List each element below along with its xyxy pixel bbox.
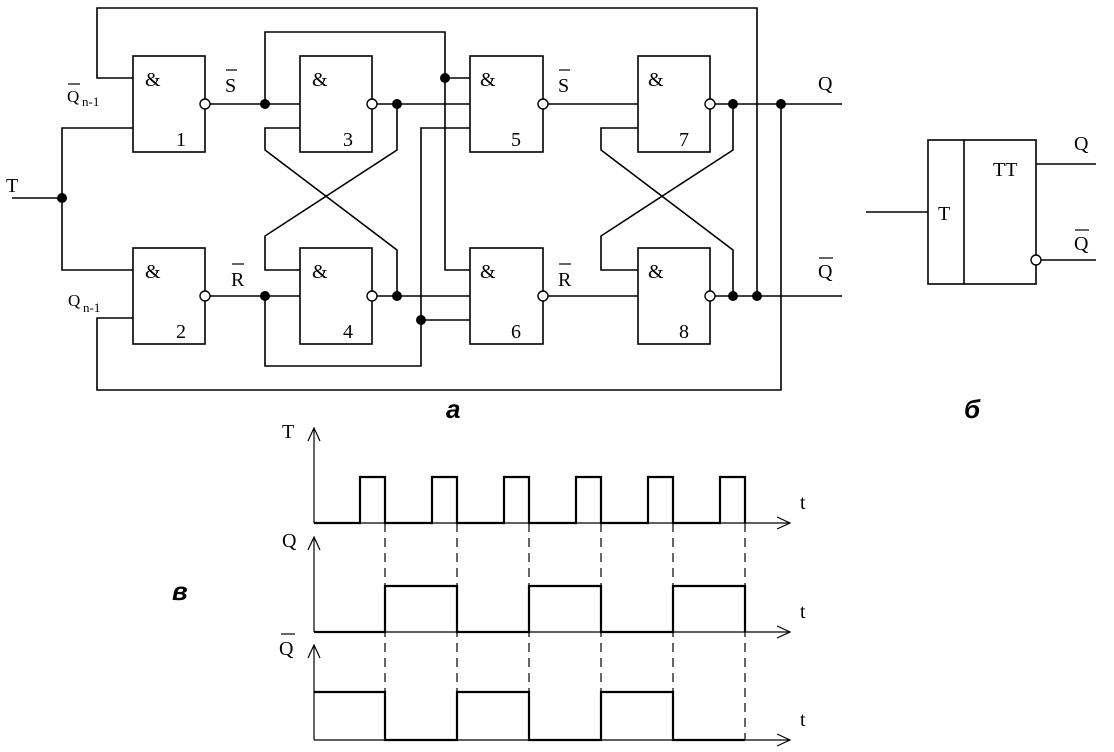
caption-b: б — [964, 394, 981, 424]
gates — [132, 55, 711, 345]
gate-2-symbol: & — [145, 261, 161, 283]
signal-2-y-arrow — [307, 643, 321, 659]
q-bar-prev-sub: n-1 — [82, 94, 99, 109]
q-bar-prev-label: Q — [67, 87, 79, 106]
gate-6-symbol: & — [480, 261, 496, 283]
gate-7-number: 7 — [679, 129, 689, 151]
gate-7-symbol: & — [648, 69, 664, 91]
signal-1-waveform — [314, 584, 747, 634]
gate-3-symbol: & — [312, 69, 328, 91]
gate-7 — [637, 55, 711, 153]
gate-3 — [299, 55, 373, 153]
tt-input-label: T — [938, 203, 950, 225]
signal-2-waveform — [314, 690, 745, 742]
gate-3-number: 3 — [343, 129, 353, 151]
signal-0-waveform — [314, 475, 747, 525]
tt-symbol: T TT Q Q б — [866, 133, 1096, 424]
signal-1-label: Q — [282, 530, 297, 552]
gate-4-symbol: & — [312, 261, 328, 283]
gate-1-symbol: & — [145, 69, 161, 91]
caption-v: в — [172, 576, 188, 606]
s-bar-label-1: S — [225, 75, 236, 97]
gate-1 — [132, 55, 206, 153]
gate-4 — [299, 247, 373, 345]
input-t-label: T — [6, 175, 18, 197]
gate-2-number: 2 — [176, 321, 186, 343]
signal-1-t-label: t — [800, 601, 806, 623]
gate-2 — [132, 247, 206, 345]
gate-symbols: & & & & & & & & 1 2 3 4 5 6 7 8 — [145, 69, 689, 343]
signal-2-t-arrow — [776, 733, 792, 747]
s-bar-label-2: S — [558, 75, 569, 97]
output-q-bar-label: Q — [818, 261, 833, 283]
signal-2-t-label: t — [800, 709, 806, 731]
gate-8 — [637, 247, 711, 345]
gate-5 — [469, 55, 544, 153]
tt-type-label: TT — [993, 159, 1017, 181]
gate-8-symbol: & — [648, 261, 664, 283]
gate-5-symbol: & — [480, 69, 496, 91]
output-q-label: Q — [818, 73, 833, 95]
signal-0-label: T — [282, 421, 294, 443]
tt-out-q-label: Q — [1074, 133, 1089, 155]
signal-1-t-arrow — [776, 625, 792, 639]
gate-4-number: 4 — [343, 321, 353, 343]
signal-0-y-arrow — [307, 426, 321, 442]
gate-1-number: 1 — [176, 129, 186, 151]
gate-5-number: 5 — [511, 129, 521, 151]
q-prev-label: Q — [68, 291, 80, 310]
junction-dots — [57, 73, 786, 325]
r-bar-label-1: R — [231, 269, 245, 291]
signal-2-label: Q — [279, 638, 294, 660]
caption-a: а — [446, 394, 460, 424]
gate-6 — [469, 247, 544, 345]
signal-0-t-arrow — [776, 516, 792, 530]
tt-out-q-bar-label: Q — [1074, 233, 1089, 255]
signal-1-y-arrow — [307, 535, 321, 551]
r-bar-label-2: R — [558, 269, 572, 291]
q-prev-sub: n-1 — [83, 300, 100, 315]
signal-0-t-label: t — [800, 492, 806, 514]
inversion-bubbles — [199, 98, 716, 302]
gate-6-number: 6 — [511, 321, 521, 343]
circuit-labels: T Q n-1 Q n-1 S R S R Q Q а — [6, 69, 833, 424]
gate-8-number: 8 — [679, 321, 689, 343]
